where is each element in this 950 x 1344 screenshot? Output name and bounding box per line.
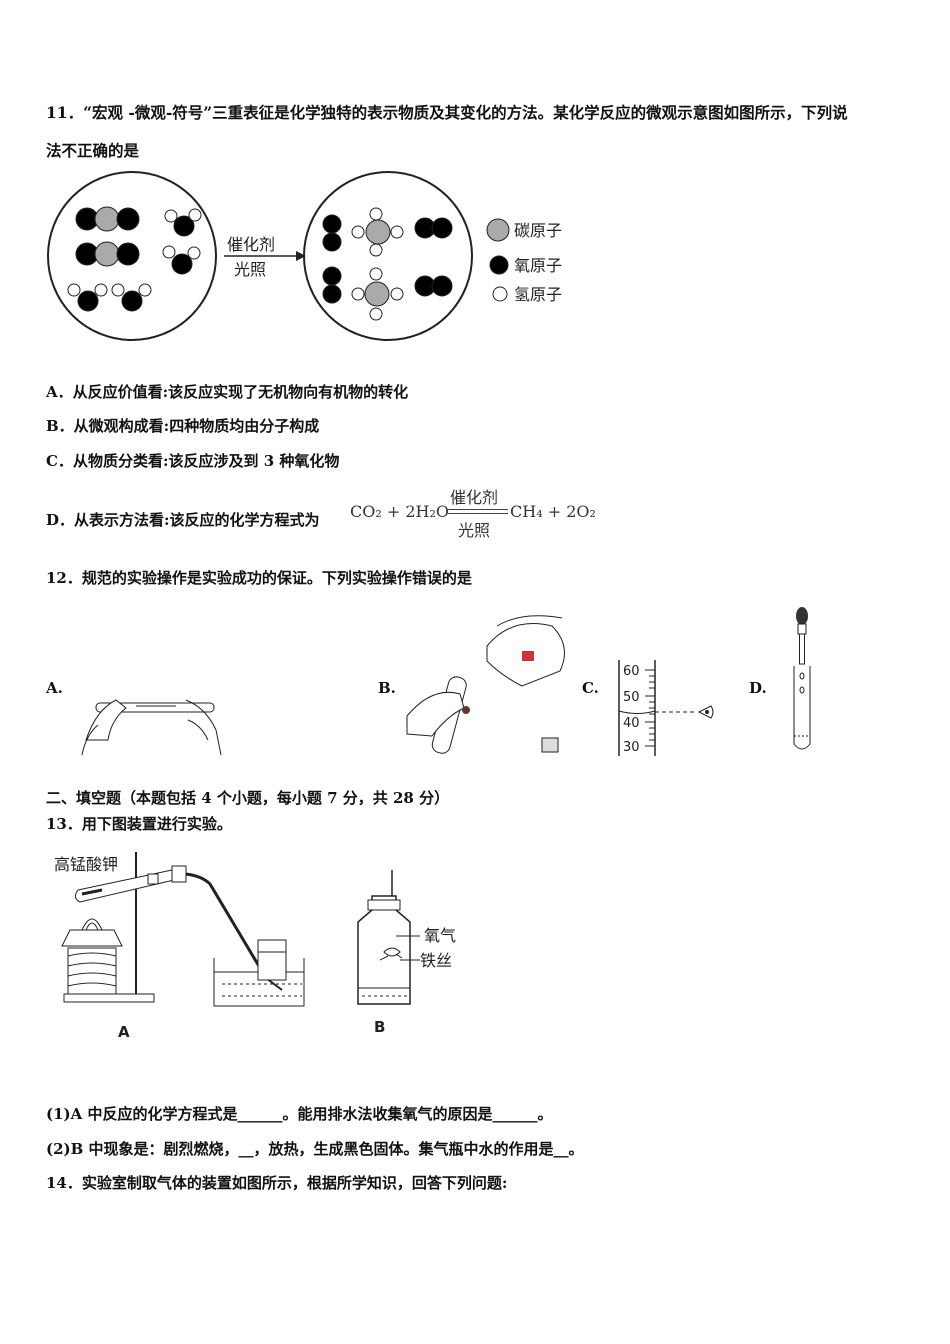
equation-double-line — [448, 509, 508, 514]
fig-b-label: B — [374, 1018, 385, 1036]
cylinder-tick-50: 50 — [623, 690, 640, 705]
arrow-light-label: 光照 — [234, 260, 266, 279]
q13-sub1: (1)A 中反应的化学方程式是______。能用排水法收集氧气的原因是_____… — [46, 1105, 553, 1123]
graduated-cylinder-illustration: 60 50 40 30 — [618, 660, 714, 756]
q11-stem-line2: 法不正确的是 — [46, 141, 140, 160]
legend-oxygen: 氧原子 — [514, 256, 562, 275]
q14-stem: 14．实验室制取气体的装置如图所示，根据所学知识，回答下列问题: — [46, 1174, 508, 1192]
q12-label-c[interactable]: C. — [582, 679, 599, 697]
oxygen-label: 氧气 — [424, 926, 456, 945]
equation-catalyst: 催化剂 — [450, 488, 499, 507]
reaction-diagram: 催化剂 光照 碳原子 氧原子 氢原子 — [47, 171, 562, 341]
apparatus-b-illustration: 氧气 铁丝 B — [357, 870, 456, 1036]
cylinder-tick-60: 60 — [623, 664, 640, 679]
cylinder-tick-30: 30 — [623, 740, 640, 755]
apparatus-a-illustration: 高锰酸钾 A — [54, 852, 305, 1041]
arrow-catalyst-label: 催化剂 — [227, 235, 275, 254]
equation-right: CH₄ + 2O₂ — [510, 502, 596, 521]
q11-option-b[interactable]: B．从微观构成看:四种物质均由分子构成 — [46, 417, 320, 435]
equation-light: 光照 — [458, 521, 491, 540]
fig-a-label: A — [118, 1023, 130, 1041]
q12-label-d[interactable]: D. — [749, 679, 767, 697]
kmno4-label: 高锰酸钾 — [54, 855, 118, 874]
q12-stem: 12．规范的实验操作是实验成功的保证。下列实验操作错误的是 — [46, 569, 472, 587]
equation-left: CO₂ + 2H₂O — [350, 502, 450, 521]
chemical-equation: CO₂ + 2H₂O 催化剂 光照 CH₄ + 2O₂ — [350, 484, 610, 540]
q13-sub2: (2)B 中现象是：剧烈燃烧，__，放热，生成黑色固体。集气瓶中水的作用是__。 — [46, 1140, 584, 1158]
legend-carbon: 碳原子 — [514, 221, 562, 240]
q11-stem-line1: 11．“宏观 -微观-符号”三重表征是化学独特的表示物质及其变化的方法。某化学反… — [46, 103, 848, 122]
pouring-liquid-illustration — [406, 615, 565, 754]
q13-stem: 13．用下图装置进行实验。 — [46, 815, 232, 833]
q11-option-d[interactable]: D．从表示方法看:该反应的化学方程式为 — [46, 511, 320, 529]
legend-hydrogen: 氢原子 — [514, 285, 562, 304]
section-2-heading: 二、填空题（本题包括 4 个小题，每小题 7 分，共 28 分） — [46, 789, 450, 807]
q11-option-a[interactable]: A．从反应价值看:该反应实现了无机物向有机物的转化 — [46, 383, 409, 401]
cylinder-tick-40: 40 — [623, 716, 640, 731]
iron-wire-label: 铁丝 — [420, 951, 452, 970]
test-tube-hands-illustration — [81, 699, 222, 756]
q12-label-b[interactable]: B. — [378, 679, 396, 697]
q12-label-a[interactable]: A. — [46, 679, 63, 697]
q11-option-c[interactable]: C．从物质分类看:该反应涉及到 3 种氧化物 — [46, 452, 340, 470]
dropper-test-tube-illustration — [793, 607, 811, 750]
